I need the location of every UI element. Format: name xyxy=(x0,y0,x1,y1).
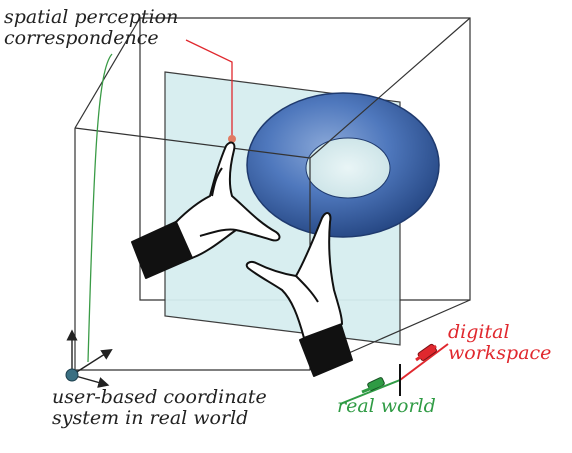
green-pin-icon xyxy=(361,377,385,394)
red-pin-icon xyxy=(415,343,437,362)
torus-icon xyxy=(246,92,440,238)
left-hand-icon xyxy=(131,141,281,279)
user-coordinate-label: user-based coordinate system in real wor… xyxy=(52,387,267,429)
origin-dot-icon xyxy=(65,368,79,382)
user-label-line-2: system in real world xyxy=(52,407,249,429)
spatial-callout-line xyxy=(185,39,233,138)
spatial-label-line-2: correspondence xyxy=(4,27,159,49)
user-coord-callout-line xyxy=(87,53,113,363)
spatial-perception-label: spatial perception correspondence xyxy=(4,7,178,49)
workspace-scale xyxy=(339,343,449,405)
digital-workspace-label: digital workspace xyxy=(448,322,551,364)
digital-label-line-1: digital xyxy=(448,321,510,343)
digital-label-line-2: workspace xyxy=(448,342,552,364)
user-label-line-1: user-based coordinate xyxy=(52,386,267,408)
real-world-label: real world xyxy=(337,395,436,417)
spatial-label-line-1: spatial perception xyxy=(4,6,179,28)
right-hand-icon xyxy=(245,212,353,377)
contact-point xyxy=(228,135,236,143)
